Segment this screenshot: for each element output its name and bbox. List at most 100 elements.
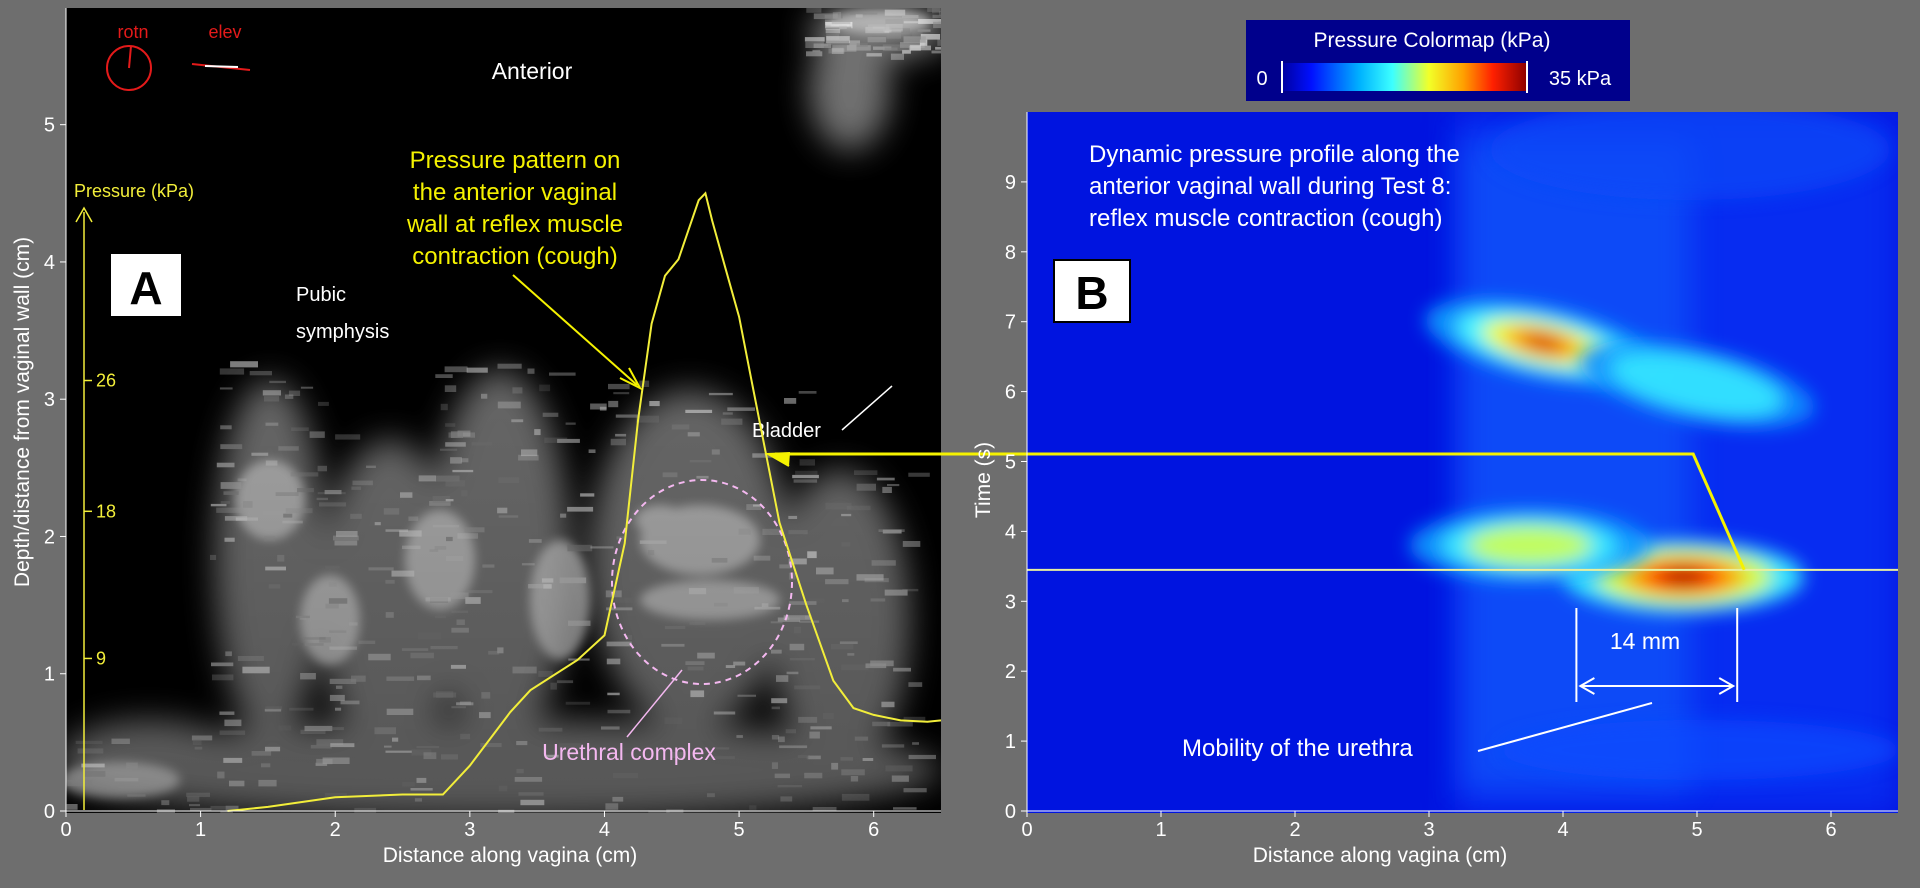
pressure-hotspot-3 <box>1409 509 1650 582</box>
panel-b-letter-box <box>1053 259 1131 323</box>
panel-b-x-tick-label: 6 <box>1825 819 1836 841</box>
hotspot-layer <box>1661 568 1706 585</box>
elev-label: elev <box>208 22 241 42</box>
pressure-axis-ticks: 9 18 26 <box>84 371 116 668</box>
panel-b: 14 mm Mobility of the urethra Dynamic pr… <box>764 112 1898 867</box>
pressure-axis-label: Pressure (kPa) <box>74 181 194 201</box>
panel-b-y-tick-label: 3 <box>1005 591 1016 613</box>
pubic-label-line1: Pubic <box>296 284 346 306</box>
panel-a-x-tick-label: 5 <box>734 819 745 841</box>
rotn-label: rotn <box>117 22 148 42</box>
ultrasound-speckle <box>957 31 970 37</box>
hotspot-layer <box>1467 525 1592 566</box>
panel-b-x-tick-label: 4 <box>1557 819 1568 841</box>
panel-b-title-line-1: Dynamic pressure profile along the <box>1089 141 1460 168</box>
panel-a-letter-box <box>109 252 183 318</box>
colormap-gradient <box>1282 63 1527 91</box>
hotspot-layer <box>1521 333 1565 352</box>
pressure-tick-label-18: 18 <box>96 501 116 521</box>
urethral-label: Urethral complex <box>542 739 716 765</box>
pressure-hotspot-4 <box>1579 341 1815 428</box>
pubic-label-line2: symphysis <box>296 321 389 343</box>
panel-b-x-axis-title: Distance along vagina (cm) <box>1253 844 1507 867</box>
panel-b-y-axis-title: Time (s) <box>972 442 995 518</box>
annotation-arrow <box>512 274 638 386</box>
mobility-connector <box>775 452 1746 571</box>
panel-a-y-tick-label: 5 <box>44 115 55 137</box>
ultrasound-texture <box>66 8 970 819</box>
ultrasound-speckle <box>938 10 941 16</box>
panel-b-y-tick-label: 5 <box>1005 452 1016 474</box>
panel-a-y-tick-label: 2 <box>44 526 55 548</box>
measure-arrowhead-right <box>1718 677 1736 695</box>
panel-a-x-tick-label: 0 <box>60 819 71 841</box>
rotn-needle <box>128 45 132 69</box>
panel-b-x-tick-label: 1 <box>1155 819 1166 841</box>
pressure-axis-arrow <box>75 206 93 223</box>
panel-b-title-line-2: anterior vaginal wall during Test 8: <box>1089 173 1451 200</box>
mobility-pointer <box>1477 702 1653 752</box>
panel-b-y-tick-label: 0 <box>1005 801 1016 823</box>
rotn-icon <box>106 45 152 91</box>
urethral-pointer <box>626 669 683 738</box>
panel-b-x-tick-label: 0 <box>1021 819 1032 841</box>
panel-b-y-tick-label: 8 <box>1005 242 1016 264</box>
heatmap-hotspots <box>1409 299 1815 613</box>
measure-arrowhead-left <box>1578 677 1595 695</box>
panel-a-y-axis-title: Depth/distance from vaginal wall (cm) <box>11 237 34 587</box>
colormap-title: Pressure Colormap (kPa) <box>1314 29 1551 52</box>
panel-b-y-tick-label: 9 <box>1005 172 1016 194</box>
heatmap-field <box>1409 112 1898 813</box>
pressure-tick-label-9: 9 <box>96 648 106 668</box>
ultrasound-speckle <box>524 815 546 819</box>
panel-b-title-line-3: reflex muscle contraction (cough) <box>1089 205 1442 232</box>
panel-b-y-tick-label: 2 <box>1005 661 1016 683</box>
panel-a-y-tick-label: 3 <box>44 389 55 411</box>
ultrasound-speckle <box>945 35 962 39</box>
panel-b-x-tick-label: 5 <box>1691 819 1702 841</box>
urethral-complex-outline <box>611 479 793 685</box>
elev-marker <box>204 65 239 68</box>
ultrasound-speckle <box>954 23 961 26</box>
panel-a-y-tick-label: 0 <box>44 801 55 823</box>
annotation-line-2: the anterior vaginal <box>413 179 617 206</box>
panel-b-y-tick-label: 6 <box>1005 382 1016 404</box>
bladder-pointer <box>841 385 893 431</box>
panel-a-letter: A <box>129 262 162 314</box>
colormap-max-label: 35 kPa <box>1549 68 1612 90</box>
panel-b-y-tick-label: 7 <box>1005 312 1016 334</box>
pressure-annotation: Pressure pattern on the anterior vaginal… <box>406 147 623 270</box>
panel-a-x-tick-label: 4 <box>599 819 610 841</box>
panel-b-y-tick-label: 4 <box>1005 521 1016 543</box>
panel-b-x-tick-label: 2 <box>1289 819 1300 841</box>
pressure-colormap-legend: Pressure Colormap (kPa) 0 35 kPa <box>1246 20 1630 101</box>
annotation-line-3: wall at reflex muscle <box>406 211 623 238</box>
panel-a-x-tick-label: 2 <box>330 819 341 841</box>
panel-b-axes: 0 1 2 3 4 5 6 0 1 2 3 4 5 6 7 8 9 <box>1005 112 1898 841</box>
bladder-label: Bladder <box>752 420 821 442</box>
anterior-label: Anterior <box>492 58 573 84</box>
mobility-label: Mobility of the urethra <box>1182 735 1413 762</box>
ultrasound-speckle <box>956 39 967 42</box>
panel-a-x-tick-label: 1 <box>195 819 206 841</box>
panel-b-y-tick-label: 1 <box>1005 731 1016 753</box>
annotation-line-4: contraction (cough) <box>412 243 617 270</box>
panel-a-y-tick-label: 4 <box>44 252 55 274</box>
colormap-min-label: 0 <box>1256 68 1267 90</box>
annotation-arrowhead <box>619 367 643 391</box>
panel-a-y-tick-label: 1 <box>44 664 55 686</box>
pressure-tick-label-26: 26 <box>96 371 116 391</box>
pressure-curve <box>227 191 942 812</box>
ultrasound-speckle <box>955 43 968 47</box>
hotspot-layer <box>1610 351 1784 418</box>
urethra-displacement-measure <box>1575 608 1739 702</box>
panel-b-letter: B <box>1075 267 1108 319</box>
panel-a: rotn elev Anterior Pubic symphysis Bladd… <box>11 8 970 867</box>
panel-b-x-tick-label: 3 <box>1423 819 1434 841</box>
panel-a-x-axis-title: Distance along vagina (cm) <box>383 844 637 867</box>
panel-a-x-tick-label: 3 <box>464 819 475 841</box>
annotation-line-1: Pressure pattern on <box>410 147 621 174</box>
